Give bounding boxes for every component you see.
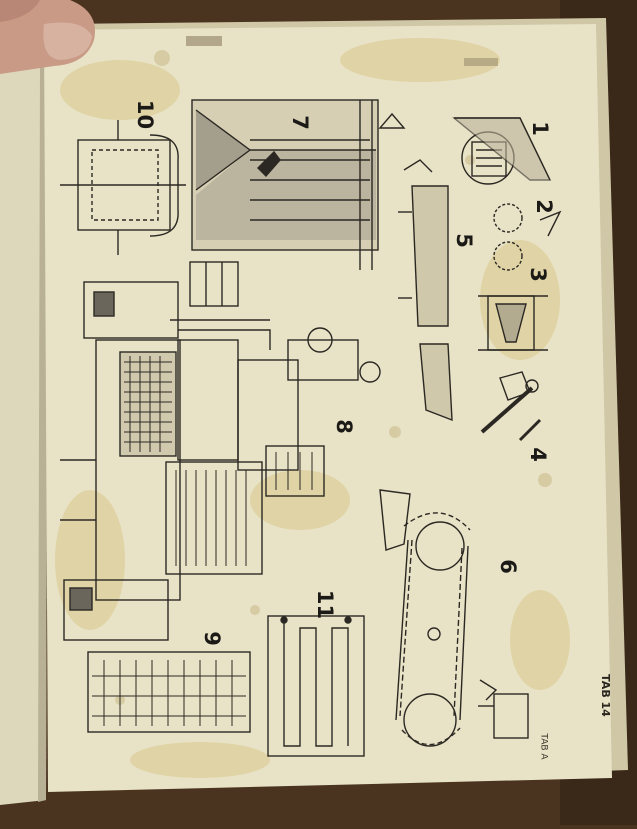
figure-label-6: 6 [495, 559, 520, 574]
drawing-sheet [44, 24, 612, 792]
figure-label-3: 3 [525, 267, 550, 282]
fig-4-drawing [480, 371, 542, 442]
technical-drawings [60, 99, 562, 757]
hand-thumb [0, 0, 95, 74]
left-page [0, 66, 48, 805]
tab-label: TAB 14 [598, 674, 612, 717]
clip-mark [186, 36, 222, 46]
figure-label-1: 1 [527, 121, 552, 136]
fig-9-drawing [87, 651, 251, 733]
fig-2-drawing [493, 203, 562, 271]
clip-mark [464, 58, 498, 66]
figure-label-2: 2 [531, 199, 556, 214]
fig-11-drawing [267, 615, 365, 757]
figure-label-10: 10 [133, 99, 158, 130]
fig-8-drawing [60, 261, 381, 641]
fig-7-drawing [191, 99, 406, 270]
fig-10-drawing [60, 120, 186, 255]
figure-label-5: 5 [451, 233, 476, 248]
fig-6-drawing [379, 489, 529, 747]
figure-label-11: 11 [313, 589, 338, 620]
figure-label-9: 9 [199, 631, 224, 646]
figure-label-7: 7 [287, 115, 312, 130]
fig-3-drawing [478, 295, 548, 351]
figure-label-8: 8 [331, 419, 356, 434]
fig-5-drawing [398, 159, 453, 422]
fig-1-drawing [452, 117, 552, 185]
tab-label-small: TAB A [538, 733, 549, 760]
spots [115, 50, 552, 705]
stains [55, 38, 570, 778]
figure-label-4: 4 [525, 447, 550, 462]
